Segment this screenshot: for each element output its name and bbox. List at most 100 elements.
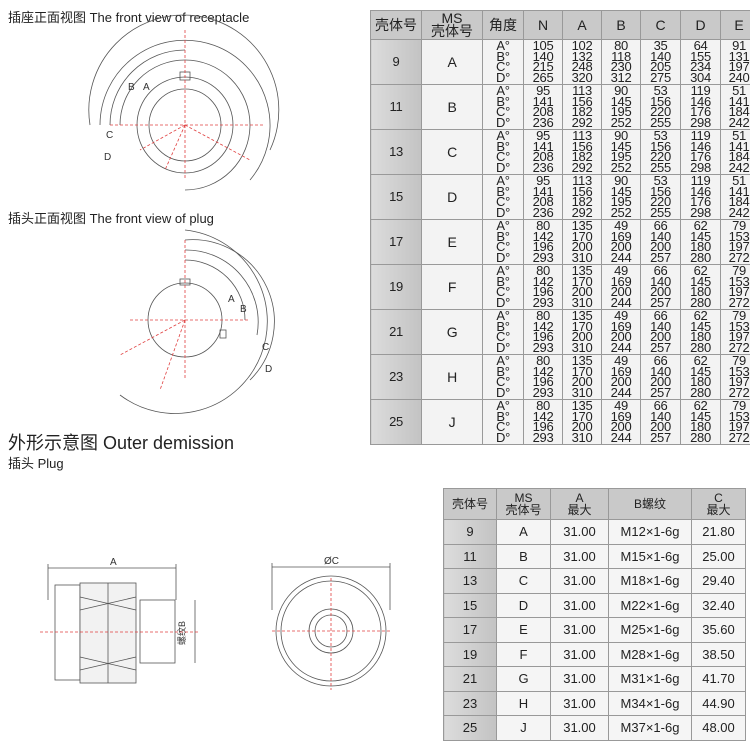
a-max: 31.00 (550, 690, 609, 716)
ms-shell-size: J (496, 715, 551, 741)
column-header: C (640, 10, 681, 40)
caption-plug-sub: 插头 Plug (8, 456, 64, 471)
shell-size: 9 (443, 519, 497, 545)
ms-shell-size: C (421, 129, 483, 175)
b-thread: M28×1-6g (608, 641, 692, 667)
shell-size: 13 (443, 568, 497, 594)
label-b: B (128, 82, 135, 93)
column-header: 壳体号 (370, 10, 422, 40)
plug-side-view: A 螺纹B (40, 557, 200, 684)
shell-size: 17 (370, 219, 422, 265)
c-max: 44.90 (691, 690, 746, 716)
a-max: 31.00 (550, 715, 609, 741)
ms-shell-size: G (421, 309, 483, 355)
b-thread: M15×1-6g (608, 543, 692, 569)
thread-b-label: 螺纹B (176, 621, 187, 645)
ms-shell-size: A (496, 519, 551, 545)
shell-size: 9 (370, 39, 422, 85)
ms-shell-size: J (421, 399, 483, 445)
angle-labels: A°B°C°D° (482, 264, 524, 310)
column-header: A (562, 10, 602, 40)
a-max: 31.00 (550, 519, 609, 545)
b-thread: M37×1-6g (608, 715, 692, 741)
angle-labels: A°B°C°D° (482, 399, 524, 445)
plug-label-d: D (265, 364, 272, 375)
ms-shell-size: H (496, 690, 551, 716)
column-header: B螺纹 (608, 488, 692, 520)
shell-size: 15 (443, 592, 497, 618)
label-a: A (143, 82, 150, 93)
shell-size: 21 (370, 309, 422, 355)
label-d: D (104, 152, 111, 163)
b-thread: M31×1-6g (608, 666, 692, 692)
shell-size: 25 (443, 715, 497, 741)
b-thread: M18×1-6g (608, 568, 692, 594)
b-thread: M25×1-6g (608, 617, 692, 643)
angle-labels: A°B°C°D° (482, 174, 524, 220)
shell-size: 11 (370, 84, 422, 130)
ms-shell-size: G (496, 666, 551, 692)
angle-labels: A°B°C°D° (482, 219, 524, 265)
receptacle-front-view: B A C D (88, 14, 280, 191)
column-header: D (680, 10, 721, 40)
ms-shell-size: B (421, 84, 483, 130)
ms-shell-size: F (421, 264, 483, 310)
b-thread: M34×1-6g (608, 690, 692, 716)
a-max: 31.00 (550, 568, 609, 594)
c-max: 21.80 (691, 519, 746, 545)
ms-shell-size: C (496, 568, 551, 594)
shell-size: 25 (370, 399, 422, 445)
c-max: 29.40 (691, 568, 746, 594)
column-header: N (523, 10, 563, 40)
angle-labels: A°B°C°D° (482, 84, 524, 130)
a-max: 31.00 (550, 641, 609, 667)
shell-size: 15 (370, 174, 422, 220)
a-max: 31.00 (550, 617, 609, 643)
ms-shell-size: F (496, 641, 551, 667)
plug-label-c: C (262, 342, 269, 353)
a-max: 31.00 (550, 592, 609, 618)
